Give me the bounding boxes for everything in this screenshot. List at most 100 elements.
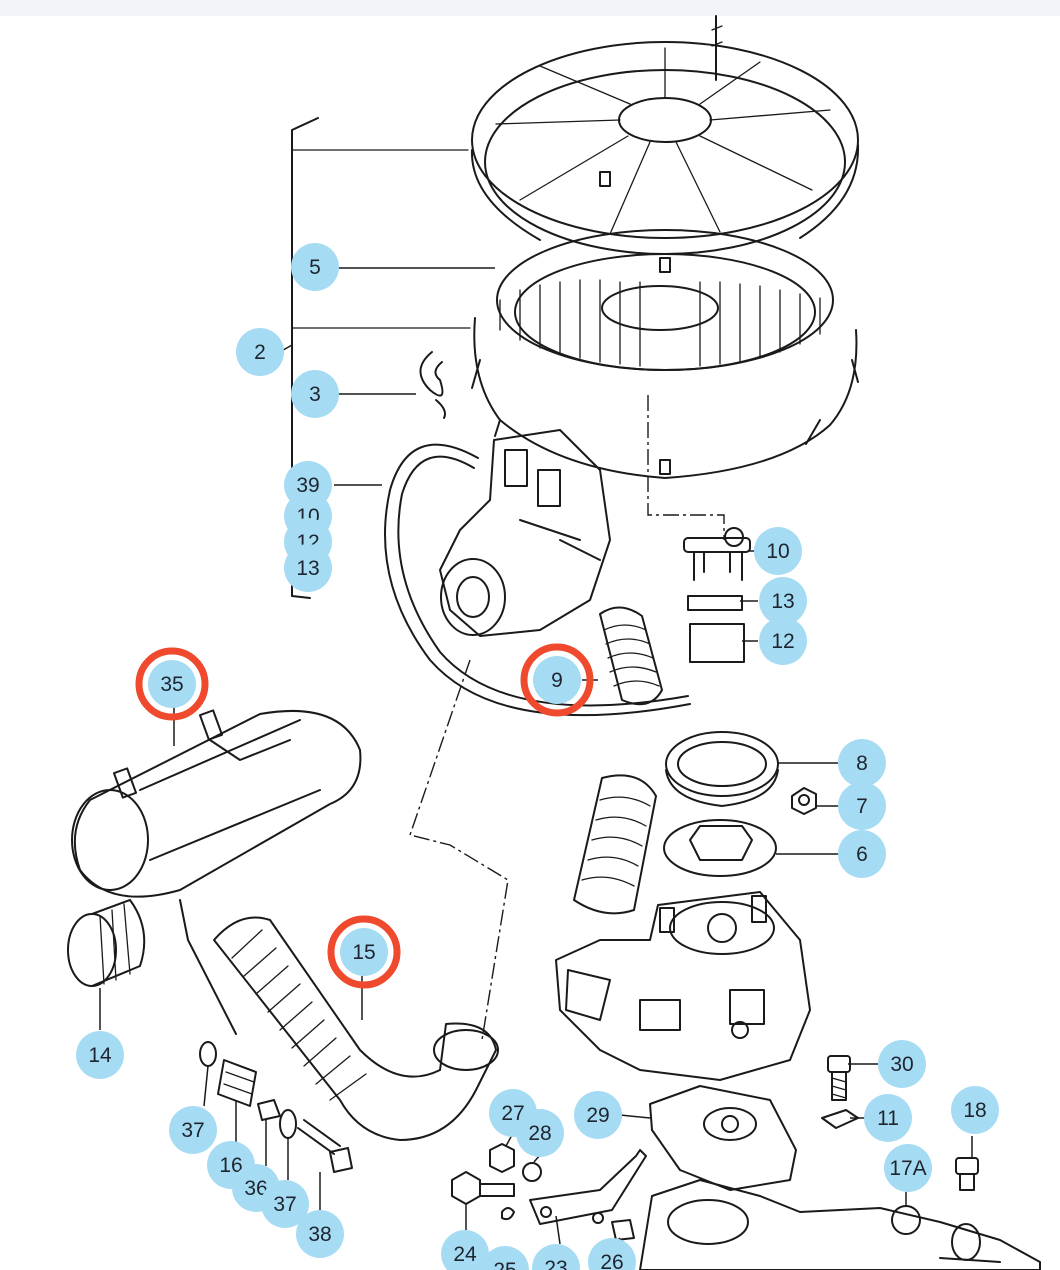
nut-part	[791, 787, 817, 815]
callout-badge-11: 11	[864, 1094, 912, 1142]
valve-parts-stack	[683, 527, 751, 663]
callout-circle	[838, 739, 886, 787]
top-stud	[711, 15, 723, 81]
callout-label: 12	[771, 630, 794, 653]
callout-badge-24: 24	[441, 1230, 489, 1270]
callout-badge-10: 10	[754, 527, 802, 575]
callout-badge-25: 25	[481, 1246, 529, 1270]
callout-label: 13	[771, 590, 794, 613]
short-corrugated-hose	[599, 606, 663, 706]
callout-label: 5	[309, 256, 321, 279]
carburetor-body	[555, 891, 811, 1081]
intake-elbow	[439, 429, 611, 637]
callout-circle	[533, 656, 581, 704]
callout-badge-29: 29	[574, 1091, 622, 1139]
callout-circle	[261, 1180, 309, 1228]
mounting-bracket	[529, 1149, 647, 1225]
callout-label: 17A	[889, 1157, 926, 1180]
callout-badge-37: 37	[169, 1106, 217, 1154]
callout-circle	[838, 830, 886, 878]
callout-badge-18: 18	[951, 1086, 999, 1134]
callout-circle	[878, 1040, 926, 1088]
callout-badge-37: 37	[261, 1180, 309, 1228]
callout-label: 14	[88, 1044, 112, 1067]
callout-label: 24	[453, 1243, 477, 1266]
filter-element	[496, 229, 834, 371]
callout-badge-14: 14	[76, 1031, 124, 1079]
callout-circle	[884, 1144, 932, 1192]
assembly-centerline	[409, 395, 725, 1041]
callout-badge-30: 30	[878, 1040, 926, 1088]
callout-label: 26	[600, 1251, 623, 1270]
top-strip	[0, 0, 1060, 16]
callout-badge-8: 8	[838, 739, 886, 787]
callout-label: 7	[856, 795, 868, 818]
highlight-ring	[135, 647, 209, 721]
group-bracket	[291, 117, 471, 599]
hose-connector	[67, 899, 146, 987]
callout-circle	[481, 1246, 529, 1270]
callout-label: 2	[254, 341, 266, 364]
long-corrugated-hose	[573, 774, 657, 915]
callout-badge-28: 28	[516, 1109, 564, 1157]
callout-label: 11	[877, 1107, 899, 1130]
preheat-valve	[71, 709, 362, 898]
callout-label: 38	[308, 1223, 331, 1246]
callout-circle	[340, 928, 388, 976]
intake-manifold	[639, 1179, 1041, 1270]
bolt-part	[451, 1143, 635, 1241]
callout-label: 9	[551, 669, 563, 692]
air-cleaner-lid	[470, 41, 860, 273]
callout-badge-23: 23	[532, 1244, 580, 1270]
callout-badge-13: 13	[284, 544, 332, 592]
callout-circle	[951, 1086, 999, 1134]
callout-label: 28	[528, 1122, 551, 1145]
screw-part	[821, 1055, 859, 1129]
callout-circle	[838, 782, 886, 830]
callout-label: 13	[296, 557, 319, 580]
callout-label: 30	[890, 1053, 913, 1076]
callout-circle	[296, 1210, 344, 1258]
callout-label: 35	[160, 673, 183, 696]
callout-label: 6	[856, 843, 868, 866]
callout-circle	[574, 1091, 622, 1139]
gasket-ring	[665, 731, 779, 807]
callout-badge-13: 13	[759, 577, 807, 625]
callout-label: 23	[544, 1257, 567, 1270]
callout-circle	[148, 660, 196, 708]
callout-label: 18	[963, 1099, 986, 1122]
callout-label: 3	[309, 383, 321, 406]
callout-circle	[284, 544, 332, 592]
callout-circle	[754, 527, 802, 575]
callout-badge-26: 26	[588, 1238, 636, 1270]
base-plate	[663, 819, 777, 877]
callout-label: 10	[766, 540, 789, 563]
callout-badge-6: 6	[838, 830, 886, 878]
callout-badge-5: 5	[291, 243, 339, 291]
callout-circle	[291, 370, 339, 418]
callout-label: 29	[586, 1104, 609, 1127]
callout-circle	[532, 1244, 580, 1270]
callout-label: 15	[352, 941, 375, 964]
callout-label: 37	[273, 1193, 296, 1216]
callout-label: 27	[501, 1102, 524, 1125]
callout-badge-38: 38	[296, 1210, 344, 1258]
callout-badge-15: 15	[327, 915, 401, 989]
insulator-flange	[649, 1085, 797, 1191]
stud-part	[891, 1157, 979, 1235]
callout-circle	[864, 1094, 912, 1142]
callout-badge-9: 9	[520, 643, 594, 717]
callout-badge-12: 12	[759, 617, 807, 665]
callout-circle	[236, 328, 284, 376]
callout-circle	[759, 577, 807, 625]
callout-label: 37	[181, 1119, 204, 1142]
callout-badge-3: 3	[291, 370, 339, 418]
highlight-ring	[327, 915, 401, 989]
callout-circle	[759, 617, 807, 665]
callout-badge-7: 7	[838, 782, 886, 830]
callout-label: 8	[856, 752, 868, 775]
callout-label: 25	[493, 1259, 516, 1270]
